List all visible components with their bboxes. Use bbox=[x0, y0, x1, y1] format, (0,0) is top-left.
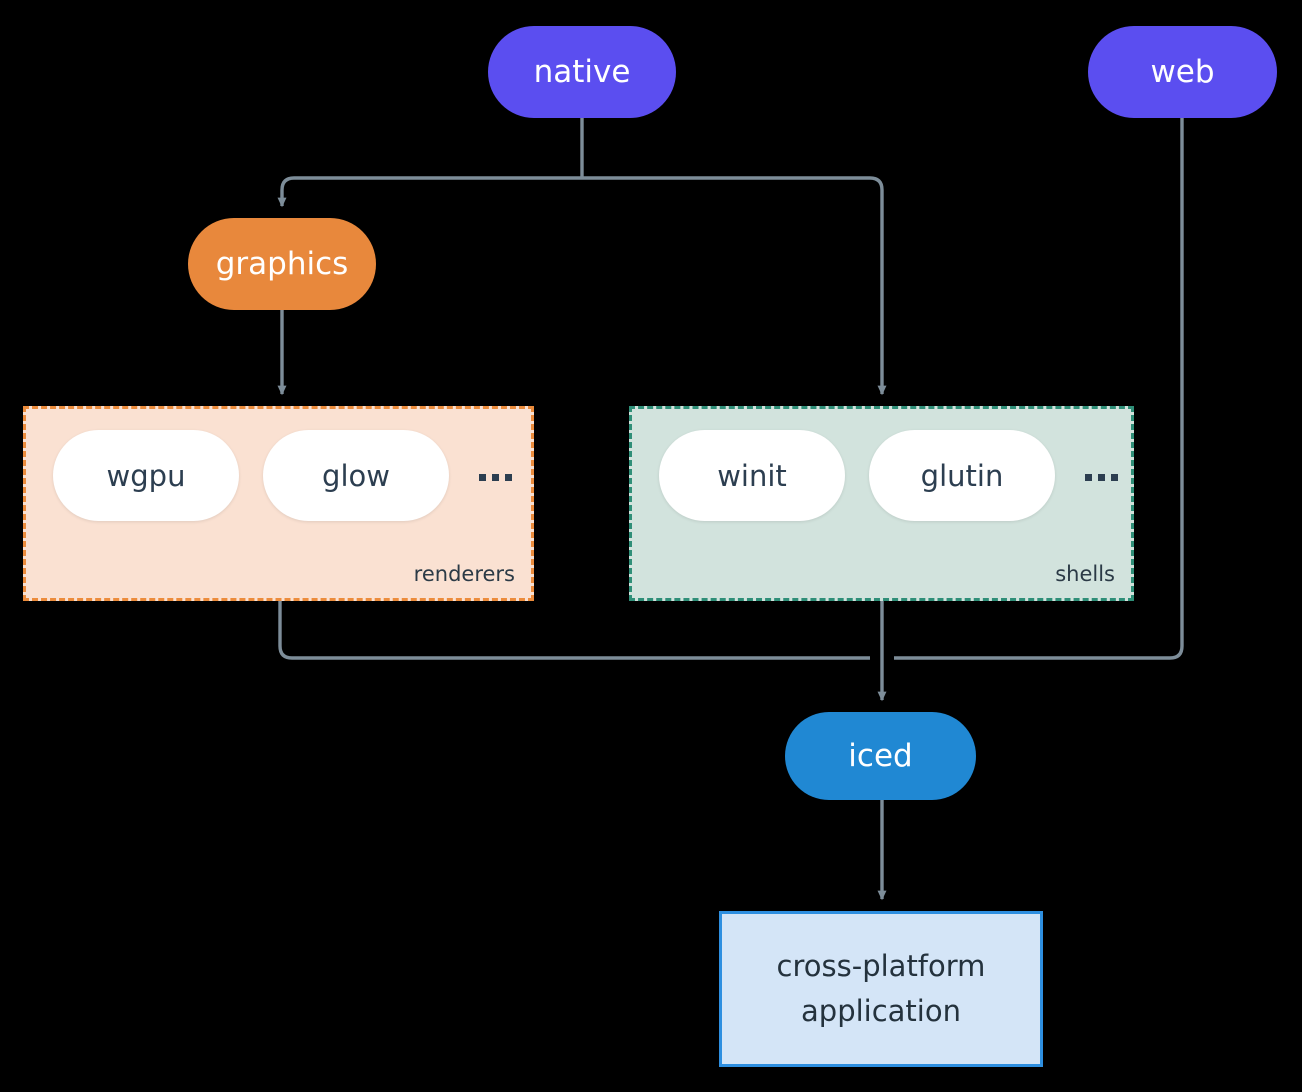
edge-native-to-graphics bbox=[277, 176, 582, 208]
group-renderers: wgpu glow renderers bbox=[23, 406, 534, 601]
chip-glutin[interactable]: glutin bbox=[869, 430, 1055, 521]
node-native[interactable]: native bbox=[488, 26, 676, 118]
node-native-label: native bbox=[533, 53, 631, 90]
node-web-label: web bbox=[1150, 53, 1215, 90]
group-shells: winit glutin shells bbox=[629, 406, 1134, 601]
node-application-line2: application bbox=[801, 994, 961, 1028]
group-shells-label: shells bbox=[1055, 562, 1115, 586]
edge-native-to-shells bbox=[582, 176, 887, 396]
group-renderers-label: renderers bbox=[413, 562, 515, 586]
renderers-chip-row: wgpu glow bbox=[53, 430, 512, 521]
chip-glutin-label: glutin bbox=[920, 458, 1004, 493]
node-iced-label: iced bbox=[848, 737, 913, 774]
node-graphics[interactable]: graphics bbox=[188, 218, 376, 310]
renderers-more-ellipsis-icon bbox=[479, 474, 512, 481]
node-iced[interactable]: iced bbox=[785, 712, 976, 800]
chip-winit-label: winit bbox=[717, 458, 787, 493]
edge-web-to-iced bbox=[894, 118, 1184, 660]
node-graphics-label: graphics bbox=[215, 245, 349, 282]
edge-renderers-to-iced bbox=[278, 601, 870, 660]
shells-chip-row: winit glutin bbox=[659, 430, 1118, 521]
chip-winit[interactable]: winit bbox=[659, 430, 845, 521]
node-application[interactable]: cross-platform application bbox=[719, 911, 1043, 1067]
chip-glow-label: glow bbox=[322, 458, 390, 493]
chip-glow[interactable]: glow bbox=[263, 430, 449, 521]
node-application-line1: cross-platform bbox=[776, 949, 986, 984]
chip-wgpu[interactable]: wgpu bbox=[53, 430, 239, 521]
shells-more-ellipsis-icon bbox=[1085, 474, 1118, 481]
chip-wgpu-label: wgpu bbox=[106, 458, 186, 493]
node-web[interactable]: web bbox=[1088, 26, 1277, 118]
